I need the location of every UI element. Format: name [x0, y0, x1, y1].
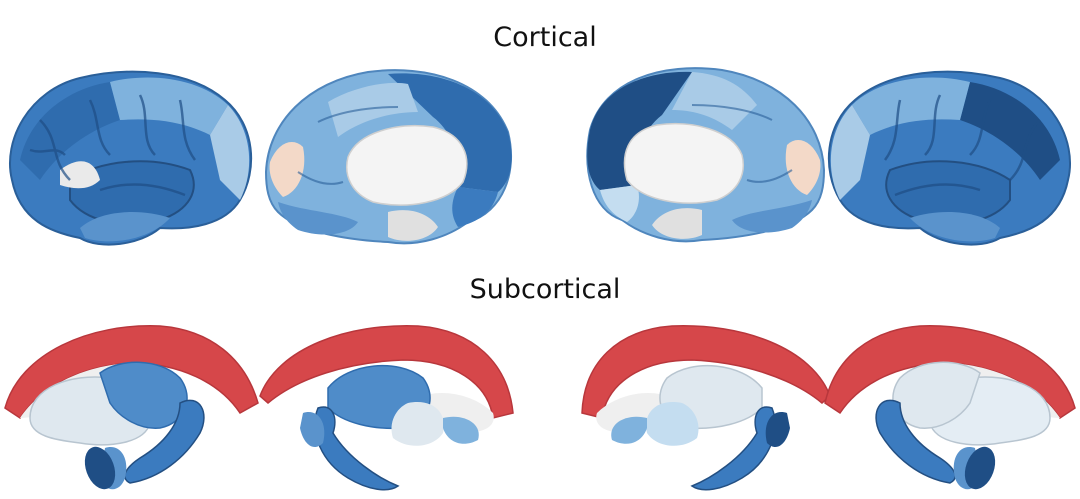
right-medial-subcortical: [581, 325, 831, 491]
right-lateral-cortex: [827, 70, 1071, 246]
left-lateral-cortex: [9, 70, 253, 246]
cortical-title: Cortical: [493, 22, 597, 53]
left-lateral-subcortical: [4, 325, 259, 490]
right-medial-cortex: [586, 67, 826, 243]
subcortical-title: Subcortical: [469, 274, 621, 305]
left-medial-subcortical: [259, 325, 514, 491]
left-medial-cortex: [264, 69, 513, 245]
right-lateral-subcortical: [824, 325, 1076, 490]
